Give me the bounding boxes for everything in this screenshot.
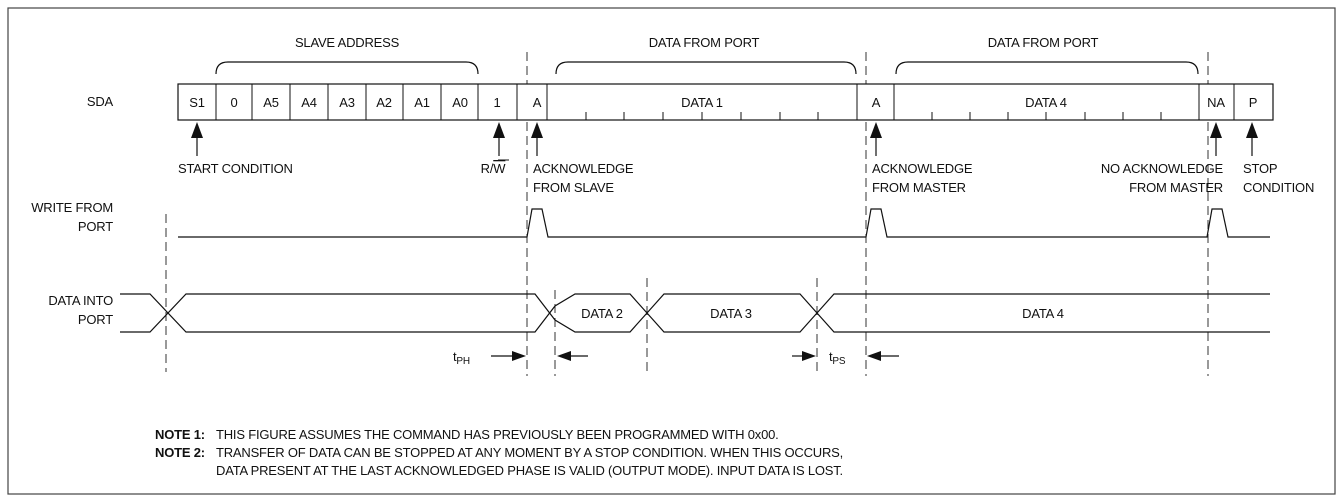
signal-label-write-from-port-1: WRITE FROM — [31, 200, 113, 215]
sda-cell-a3: A3 — [339, 95, 355, 110]
no-ack-label-2: FROM MASTER — [1129, 180, 1223, 195]
note-2-text-1: TRANSFER OF DATA CAN BE STOPPED AT ANY M… — [216, 445, 843, 460]
port-data-2: DATA 2 — [581, 306, 623, 321]
sda-cell-data-4: DATA 4 — [1025, 95, 1067, 110]
sda-cell-a0: A0 — [452, 95, 468, 110]
port-data-3: DATA 3 — [710, 306, 752, 321]
write-from-port-waveform — [178, 208, 1270, 238]
signal-label-data-into-port-2: PORT — [78, 312, 113, 327]
port-data-4: DATA 4 — [1022, 306, 1064, 321]
signal-label-data-into-port-1: DATA INTO — [48, 293, 113, 308]
data-into-port-bus — [120, 293, 1270, 333]
no-ack-label-1: NO ACKNOWLEDGE — [1101, 161, 1224, 176]
bracket-slave-address-label: SLAVE ADDRESS — [295, 35, 400, 50]
sda-cell-bit0: 0 — [230, 95, 237, 110]
note-1-label: NOTE 1: — [155, 427, 205, 442]
signal-label-write-from-port-2: PORT — [78, 219, 113, 234]
rw-bar-label: W — [493, 161, 506, 176]
signal-label-sda: SDA — [87, 94, 114, 109]
ack-slave-label-1: ACKNOWLEDGE — [533, 161, 634, 176]
dashed-guides — [165, 52, 1209, 376]
sda-frame — [177, 83, 1274, 121]
sda-cell-a5: A5 — [263, 95, 279, 110]
bracket-slave-address: SLAVE ADDRESS — [215, 35, 479, 75]
up-arrows — [191, 122, 1258, 156]
timing-tps: tPS — [792, 349, 899, 367]
ack-slave-label-2: FROM SLAVE — [533, 180, 614, 195]
tph-label: tPH — [453, 349, 470, 367]
bracket-data-from-port-1: DATA FROM PORT — [555, 35, 857, 75]
sda-cell-s1: S1 — [189, 95, 205, 110]
sda-cell-ack-2: A — [872, 95, 881, 110]
sda-cell-data-1: DATA 1 — [681, 95, 723, 110]
sda-cell-a1: A1 — [414, 95, 430, 110]
stop-condition-label-1: STOP — [1243, 161, 1277, 176]
sda-cell-stop: P — [1249, 95, 1257, 110]
bracket-data-from-port-2: DATA FROM PORT — [895, 35, 1199, 75]
bracket-data-from-port-2-label: DATA FROM PORT — [988, 35, 1099, 50]
sda-cell-ack-1: A — [533, 95, 542, 110]
sda-cell-a2: A2 — [376, 95, 392, 110]
figure-frame — [7, 7, 1336, 495]
sda-cell-no-ack: NA — [1207, 95, 1225, 110]
sda-cell-rw-bit: 1 — [493, 95, 500, 110]
timing-tph: tPH — [453, 349, 588, 367]
ack-master-label-1: ACKNOWLEDGE — [872, 161, 973, 176]
notes: NOTE 1: THIS FIGURE ASSUMES THE COMMAND … — [155, 427, 843, 478]
ack-master-label-2: FROM MASTER — [872, 180, 966, 195]
note-1-text: THIS FIGURE ASSUMES THE COMMAND HAS PREV… — [216, 427, 779, 442]
rw-label: R/W — [481, 161, 507, 176]
tps-label: tPS — [829, 349, 846, 367]
note-2-label: NOTE 2: — [155, 445, 205, 460]
sda-cell-a4: A4 — [301, 95, 317, 110]
stop-condition-label-2: CONDITION — [1243, 180, 1314, 195]
bracket-data-from-port-1-label: DATA FROM PORT — [649, 35, 760, 50]
start-condition-label: START CONDITION — [178, 161, 293, 176]
note-2-text-2: DATA PRESENT AT THE LAST ACKNOWLEDGED PH… — [216, 463, 843, 478]
